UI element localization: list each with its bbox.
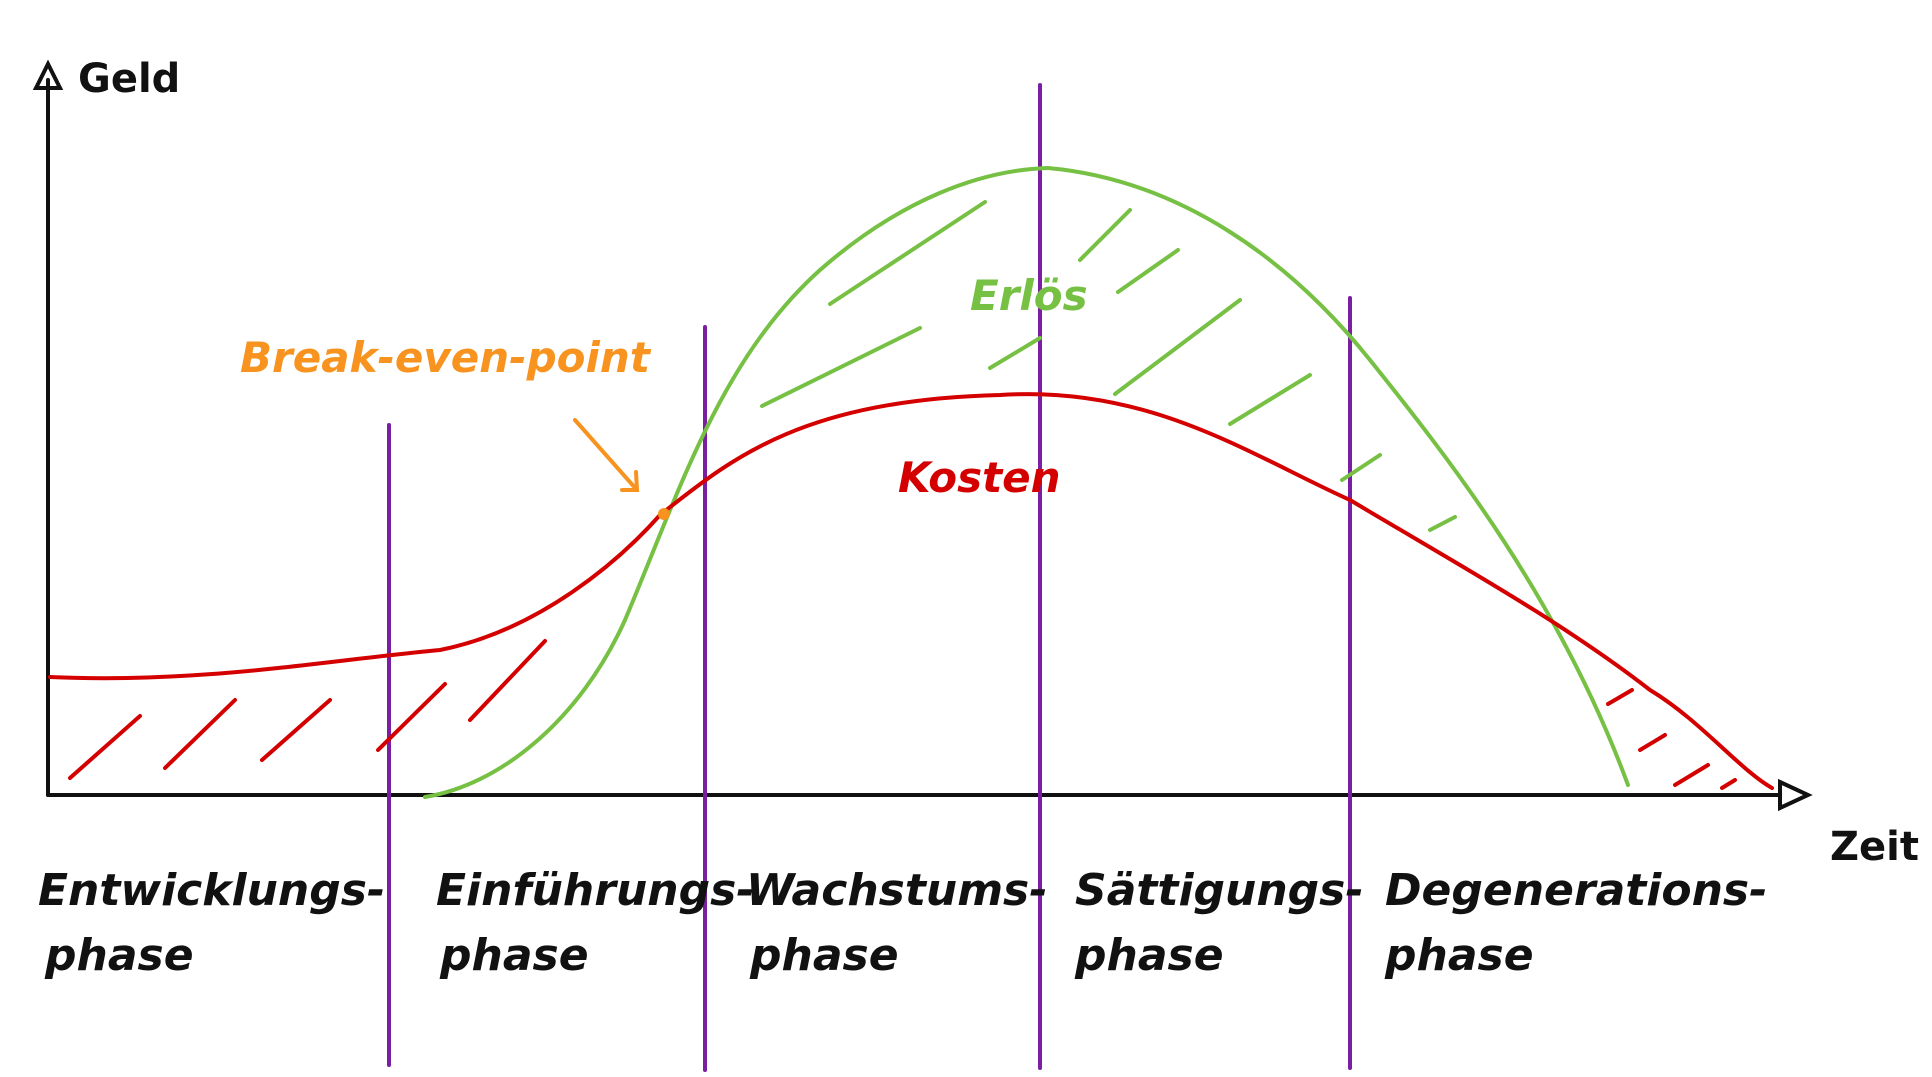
- phase-5-line-2: phase: [1384, 930, 1534, 981]
- cost-label: Kosten: [898, 453, 1061, 502]
- break-even-arrow: [573, 418, 640, 492]
- phase-labels: Entwicklungs- phase Einführungs- phase W…: [38, 865, 1767, 981]
- phase-3-line-1: Wachstums-: [746, 865, 1048, 916]
- break-even-label: Break-even-point: [240, 333, 652, 382]
- phase-1-line-2: phase: [44, 930, 194, 981]
- y-axis-arrow-icon: [32, 59, 64, 90]
- cost-curve: [48, 392, 1774, 790]
- revenue-label: Erlös: [970, 271, 1088, 320]
- phase-dividers: [387, 83, 1352, 1072]
- phase-2-line-2: phase: [439, 930, 589, 981]
- phase-1-line-1: Entwicklungs-: [38, 865, 385, 916]
- loss-hatching: [68, 639, 1737, 790]
- phase-2-line-1: Einführungs-: [436, 865, 755, 916]
- profit-hatching: [760, 200, 1457, 532]
- break-even-marker: [658, 508, 670, 520]
- phase-5-line-1: Degenerations-: [1385, 865, 1767, 916]
- revenue-curve: [423, 165, 1630, 799]
- y-axis-label: Geld: [78, 56, 180, 102]
- axes: [32, 59, 1813, 812]
- x-axis-arrow-icon: [1778, 778, 1813, 812]
- x-axis-label: Zeit: [1830, 824, 1919, 870]
- phase-3-line-2: phase: [749, 930, 899, 981]
- phase-4-line-1: Sättigungs-: [1075, 865, 1364, 916]
- phase-4-line-2: phase: [1074, 930, 1224, 981]
